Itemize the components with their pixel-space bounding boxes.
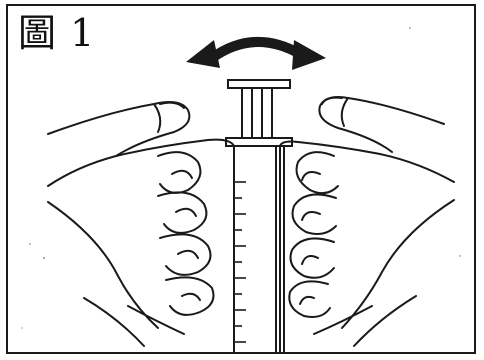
left-hand-icon (48, 102, 234, 346)
syringe-icon (226, 80, 292, 352)
figure-label: 圖 1 (18, 14, 95, 52)
right-hand-icon (280, 97, 454, 346)
rotation-arrow-icon (186, 40, 326, 70)
figure-frame: 圖 1 (6, 4, 476, 354)
syringe-rolling-illustration (8, 6, 474, 352)
